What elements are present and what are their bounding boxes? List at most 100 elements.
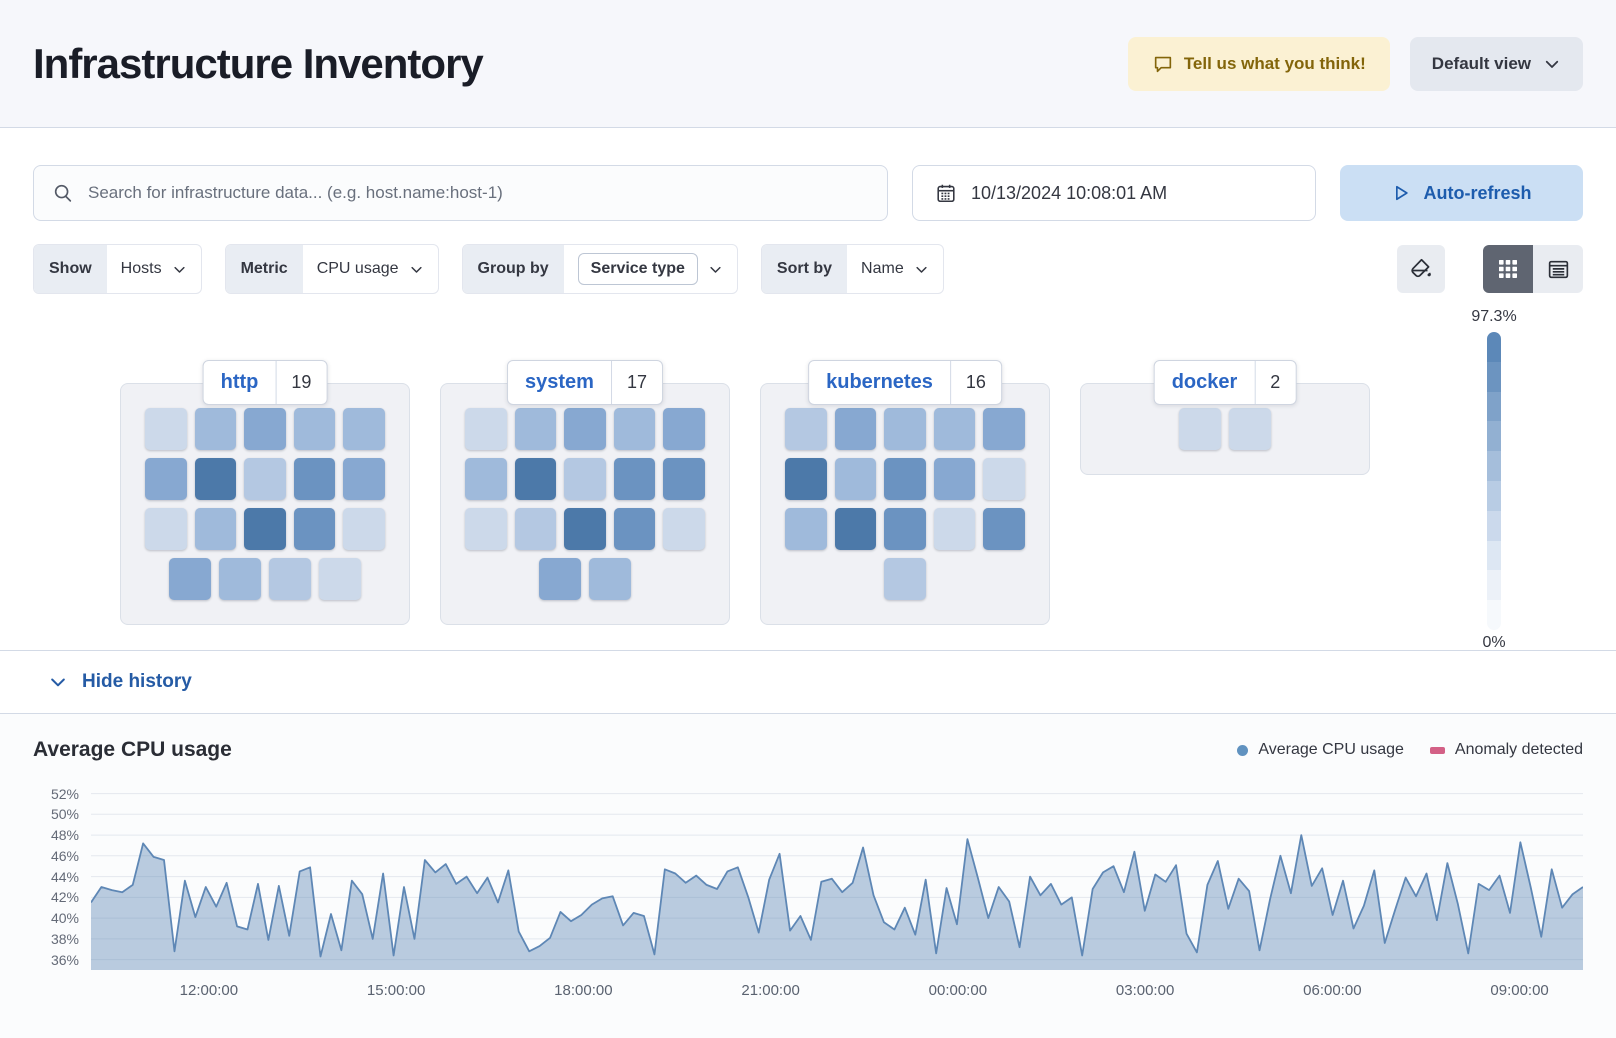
show-select[interactable]: Hosts <box>107 245 201 293</box>
date-picker[interactable]: 10/13/2024 10:08:01 AM <box>912 165 1316 221</box>
host-node[interactable] <box>244 508 286 550</box>
group-name[interactable]: system <box>525 371 594 393</box>
host-node[interactable] <box>194 408 237 450</box>
y-tick-label: 36% <box>50 951 79 968</box>
metric-select[interactable]: CPU usage <box>303 245 438 293</box>
host-node[interactable] <box>293 458 336 500</box>
legend-item-avg-cpu[interactable]: Average CPU usage <box>1237 741 1404 759</box>
host-node[interactable] <box>884 558 926 600</box>
host-node[interactable] <box>785 508 827 550</box>
host-node[interactable] <box>343 408 385 450</box>
search-input[interactable] <box>88 183 869 203</box>
grid-view-button[interactable] <box>1483 245 1533 293</box>
host-node[interactable] <box>539 558 581 600</box>
group-name[interactable]: http <box>220 371 259 393</box>
feedback-label: Tell us what you think! <box>1183 53 1366 73</box>
host-node[interactable] <box>145 408 187 450</box>
host-node[interactable] <box>514 508 557 550</box>
query-toolbar: 10/13/2024 10:08:01 AM Auto-refresh Show… <box>0 128 1616 294</box>
host-node[interactable] <box>663 508 705 550</box>
group-name[interactable]: kubernetes <box>826 371 933 393</box>
grid-icon <box>1499 260 1517 278</box>
host-node[interactable] <box>1179 408 1221 450</box>
host-node[interactable] <box>194 458 237 500</box>
host-node[interactable] <box>564 408 606 450</box>
feedback-button[interactable]: Tell us what you think! <box>1127 36 1390 91</box>
metric-label: Metric <box>225 245 303 293</box>
host-node[interactable] <box>293 408 336 450</box>
host-node[interactable] <box>983 508 1025 550</box>
host-node[interactable] <box>343 508 385 550</box>
host-node[interactable] <box>884 458 926 500</box>
host-node[interactable] <box>834 408 877 450</box>
legend-item-anomaly[interactable]: Anomaly detected <box>1429 741 1583 759</box>
waffle-grid <box>145 408 385 600</box>
host-node[interactable] <box>613 508 656 550</box>
host-node[interactable] <box>834 508 877 550</box>
host-node[interactable] <box>564 458 606 500</box>
view-selector-button[interactable]: Default view <box>1409 36 1583 91</box>
metric-control: Metric CPU usage <box>224 244 439 294</box>
sort-by-select[interactable]: Name <box>847 245 943 293</box>
host-node[interactable] <box>319 558 361 600</box>
host-node[interactable] <box>293 508 336 550</box>
host-node[interactable] <box>514 458 557 500</box>
host-node[interactable] <box>933 408 976 450</box>
host-node[interactable] <box>983 408 1025 450</box>
host-node[interactable] <box>884 408 926 450</box>
table-view-button[interactable] <box>1533 245 1583 293</box>
color-palette-button[interactable] <box>1397 245 1445 293</box>
group-name[interactable]: docker <box>1171 371 1238 393</box>
speech-bubble-icon <box>1152 53 1174 75</box>
host-node[interactable] <box>343 458 385 500</box>
area-chart-svg[interactable] <box>91 778 1583 970</box>
host-node[interactable] <box>834 458 877 500</box>
host-node[interactable] <box>465 458 507 500</box>
host-node[interactable] <box>983 458 1025 500</box>
host-node[interactable] <box>145 508 187 550</box>
x-tick-label: 18:00:00 <box>554 982 613 999</box>
chart-plot-area[interactable] <box>91 778 1583 970</box>
host-node[interactable] <box>244 458 286 500</box>
host-node[interactable] <box>589 558 631 600</box>
host-node[interactable] <box>933 458 976 500</box>
chevron-down-icon <box>916 266 927 273</box>
legend-min-value: 0% <box>1482 634 1506 651</box>
group-by-value-pill[interactable]: Service type <box>577 253 698 285</box>
chip-divider <box>1254 361 1256 404</box>
host-node[interactable] <box>514 408 557 450</box>
hide-history-link[interactable]: Hide history <box>48 671 1616 693</box>
host-node[interactable] <box>244 408 286 450</box>
sort-by-control: Sort by Name <box>760 244 944 294</box>
host-node[interactable] <box>1229 408 1271 450</box>
header-actions: Tell us what you think! Default view <box>1127 36 1583 91</box>
host-node[interactable] <box>219 558 261 600</box>
host-node[interactable] <box>884 508 926 550</box>
host-node[interactable] <box>169 558 211 600</box>
host-node[interactable] <box>145 458 187 500</box>
host-node[interactable] <box>269 558 311 600</box>
x-tick-label: 03:00:00 <box>1115 982 1175 999</box>
auto-refresh-button[interactable]: Auto-refresh <box>1340 165 1583 221</box>
host-node[interactable] <box>785 458 827 500</box>
host-node[interactable] <box>194 508 237 550</box>
waffle-grid <box>785 408 1025 600</box>
host-node[interactable] <box>663 458 705 500</box>
waffle-grid <box>465 408 705 600</box>
chevron-down-icon <box>710 266 721 273</box>
host-node[interactable] <box>933 508 976 550</box>
host-node[interactable] <box>785 408 827 450</box>
host-node[interactable] <box>663 408 705 450</box>
host-node[interactable] <box>465 408 507 450</box>
host-node[interactable] <box>613 408 656 450</box>
host-node[interactable] <box>613 458 656 500</box>
host-node[interactable] <box>465 508 507 550</box>
group-by-select[interactable]: Service type <box>564 245 737 293</box>
page-header: Infrastructure Inventory Tell us what yo… <box>0 0 1616 128</box>
host-node[interactable] <box>564 508 606 550</box>
x-tick-label: 15:00:00 <box>366 982 426 999</box>
